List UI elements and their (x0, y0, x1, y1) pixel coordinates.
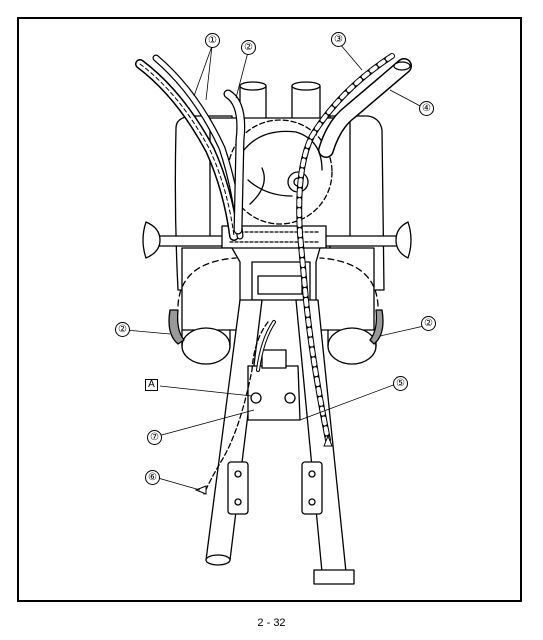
page-number: 2 - 32 (257, 617, 286, 629)
callout-3: ③ (331, 32, 346, 47)
callout-5: ⑤ (393, 376, 408, 391)
diagram-frame (17, 17, 522, 602)
callout-4: ④ (419, 101, 434, 116)
label-a: A (145, 379, 158, 391)
callout-2-top: ② (241, 40, 256, 55)
callout-2-left: ② (115, 322, 130, 337)
callout-2-right: ② (421, 316, 436, 331)
callout-7: ⑦ (147, 430, 162, 445)
callout-6: ⑥ (145, 470, 160, 485)
callout-1: ① (205, 33, 220, 48)
